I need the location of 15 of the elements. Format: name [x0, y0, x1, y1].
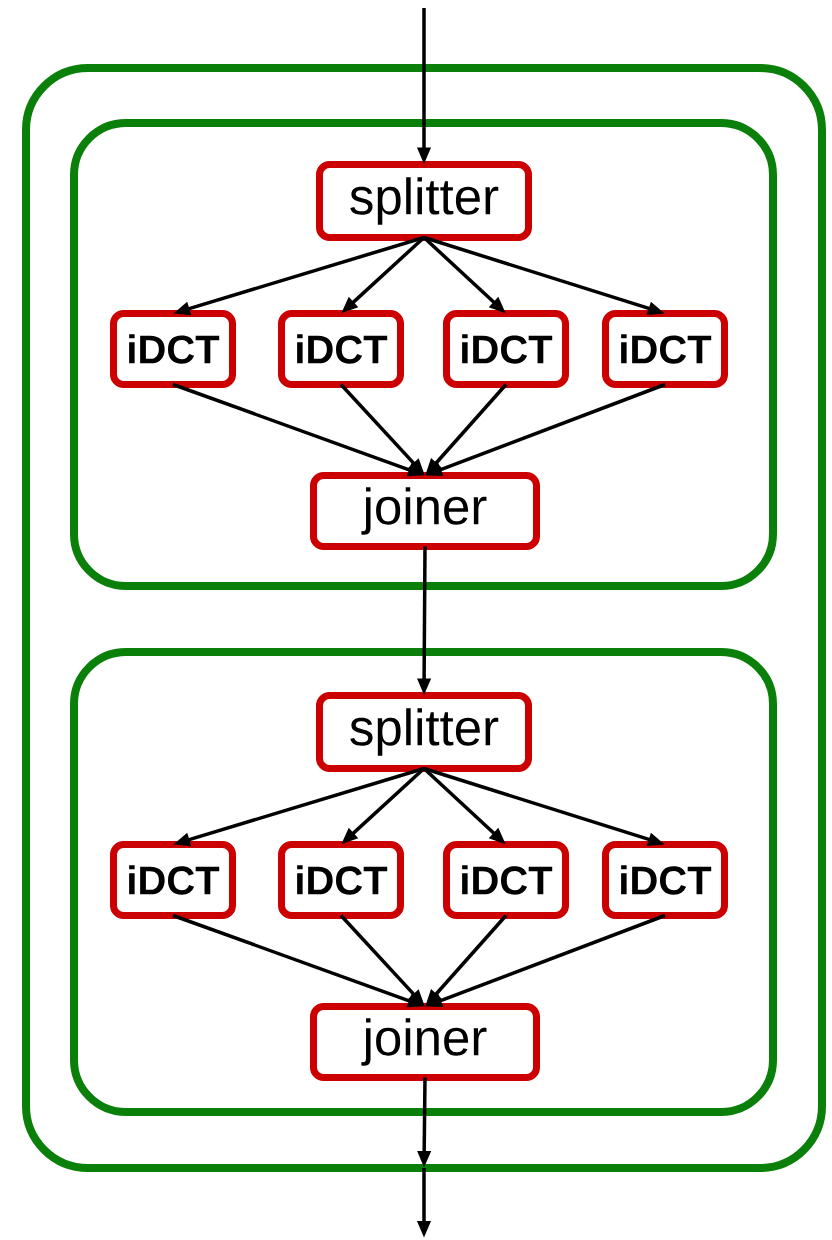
process-box: joiner: [310, 472, 540, 550]
container-box: [22, 64, 826, 1172]
process-box: iDCT: [110, 841, 236, 919]
process-box: iDCT: [443, 310, 569, 388]
process-box: iDCT: [443, 841, 569, 919]
container-box: [70, 119, 777, 590]
process-box: joiner: [310, 1003, 540, 1081]
container-box: [70, 648, 777, 1116]
process-box: iDCT: [602, 841, 728, 919]
process-box: iDCT: [110, 310, 236, 388]
process-box: iDCT: [278, 841, 404, 919]
process-box: iDCT: [278, 310, 404, 388]
process-box: splitter: [316, 692, 532, 772]
process-box: iDCT: [602, 310, 728, 388]
process-box: splitter: [316, 161, 532, 241]
